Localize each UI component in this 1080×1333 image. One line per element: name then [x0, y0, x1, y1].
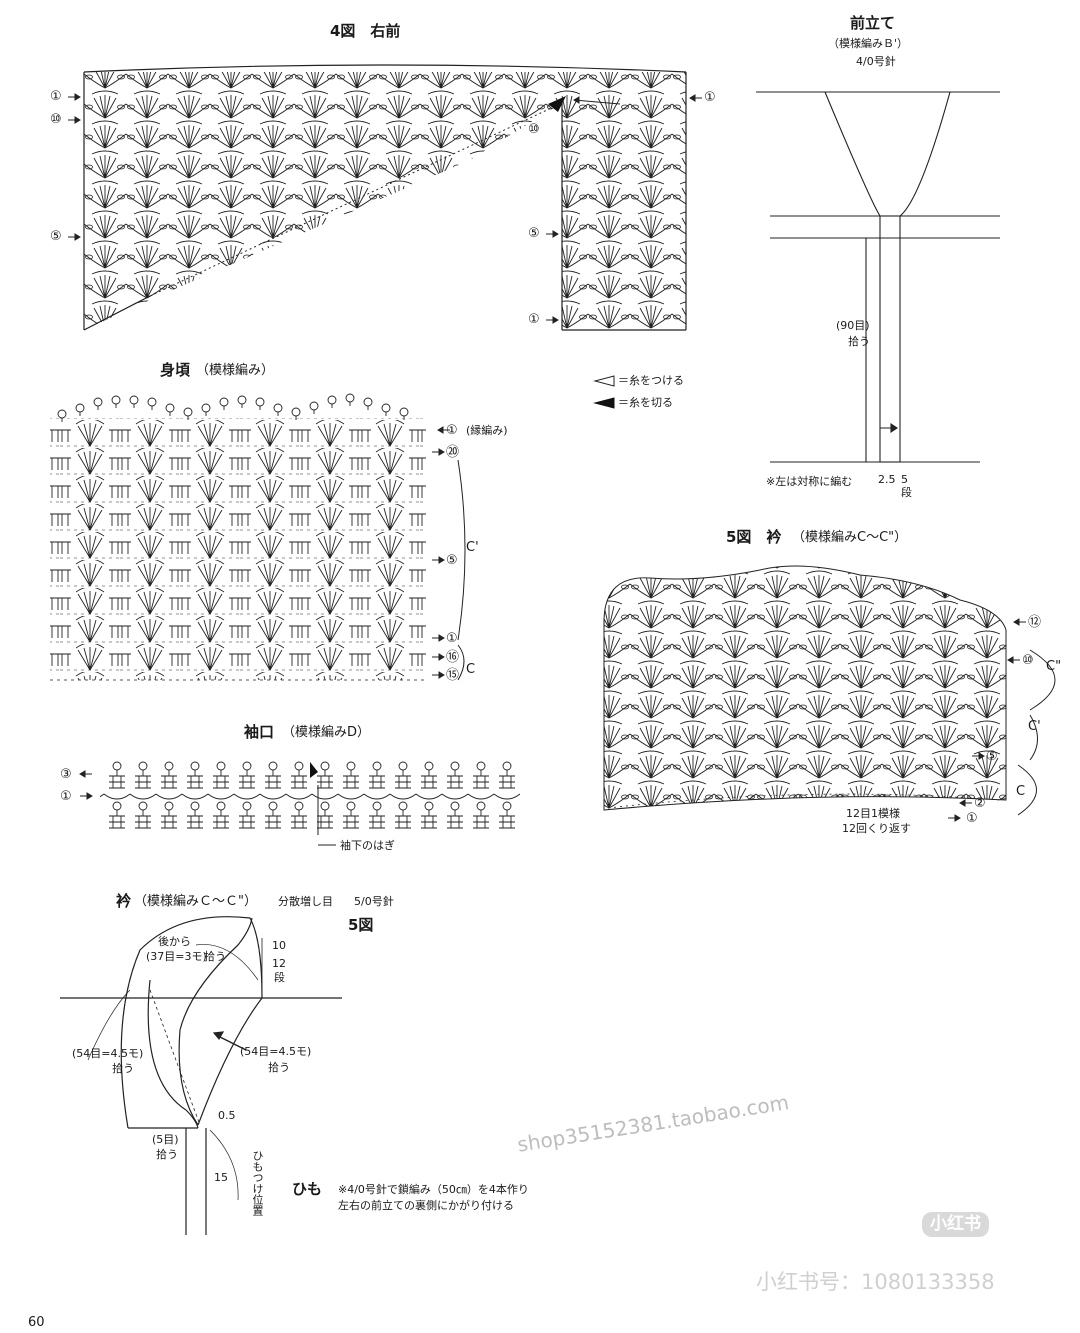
- collar-left-pickup: 拾う: [112, 1062, 134, 1075]
- collar-length: 15: [214, 1171, 228, 1184]
- fig5-row-arrows: [948, 618, 1056, 822]
- cuff-row-label-1: ①: [60, 789, 72, 804]
- collar-needle: 5/0号針: [354, 895, 394, 908]
- collar-rows-unit: 段: [274, 971, 285, 984]
- collar-back-pickup: 拾う: [204, 950, 226, 963]
- legend-cut-yarn: ＝糸を切る: [618, 396, 673, 409]
- cuff-title: 袖口: [244, 723, 275, 741]
- front-band-pattern: （模様編みＢ'）: [828, 37, 909, 50]
- body-section-c: C: [466, 662, 476, 677]
- tie-line1: ※4/0号針で鎖編み（50㎝）を4本作り: [338, 1183, 529, 1196]
- fig5-repeat-line2: 12回くり返す: [842, 822, 911, 835]
- fig5-pattern: （模様編みC～C"）: [792, 530, 908, 545]
- collar-tie-position: ひもつけ位置: [251, 1150, 264, 1216]
- fig5-row-label-1: ①: [966, 811, 978, 826]
- legend-symbols: [593, 375, 615, 409]
- collar-rows-num1: 10: [272, 939, 286, 952]
- fig4-row-label-1: ①: [50, 89, 62, 104]
- fig5-row-label-12: ⑫: [1028, 615, 1042, 630]
- fig4-right-front-chart: [83, 64, 687, 331]
- collar-back-from: 後から: [158, 935, 191, 948]
- front-band-note: ※左は対称に編む: [766, 475, 853, 488]
- body-row-label-1-top: ①: [446, 423, 458, 438]
- collar-left-count: (54目=4.5モ): [72, 1047, 144, 1060]
- legend-attach-yarn: ＝糸をつける: [618, 374, 684, 387]
- body-row-label-15: ⑮: [446, 668, 460, 683]
- front-band-needle: 4/0号針: [856, 55, 896, 68]
- front-band-schematic: [756, 91, 1000, 463]
- body-row-arrows: [432, 426, 466, 681]
- body-row-label-20: ⑳: [446, 445, 460, 460]
- fig4-row-arrows: [68, 93, 702, 324]
- collar-increase: 分散増し目: [278, 895, 333, 908]
- watermark-brand-badge: 小红书: [922, 1212, 989, 1237]
- fig5-row-label-10: ⑩: [1022, 653, 1034, 668]
- front-band-width: 2.5: [878, 473, 896, 486]
- front-band-pickup-count: (90目): [836, 319, 870, 332]
- tie-title: ひも: [292, 1180, 323, 1198]
- fig5-row-label-2: ②: [974, 796, 986, 811]
- cuff-seam-label: 袖下のはぎ: [340, 839, 395, 852]
- body-title: 身頃: [160, 361, 191, 379]
- fig5-repeat-line1: 12目1模様: [846, 807, 900, 820]
- fig5-section-c: C: [1016, 784, 1026, 799]
- front-band-rows-unit: 段: [901, 486, 912, 499]
- fig5-section-c-prime: C': [1028, 719, 1041, 734]
- body-row-label-1: ①: [446, 631, 458, 646]
- cuff-row-label-3: ③: [60, 767, 72, 782]
- collar-pattern: （模様編みＣ～Ｃ"）: [134, 894, 257, 909]
- collar-right-pickup: 拾う: [268, 1061, 290, 1074]
- fig4-row-label-5: ⑤: [50, 229, 62, 244]
- fig5-collar-chart: [603, 565, 1007, 811]
- fig5-title: 5図 衿: [726, 528, 782, 546]
- tie-line2: 左右の前立ての裏側にかがり付ける: [338, 1199, 514, 1212]
- fig4-inner-row-label-10: ⑩: [528, 122, 540, 137]
- front-band-rows-num: 5: [901, 473, 908, 486]
- cuff-chart: [100, 760, 520, 846]
- body-row-label-5: ⑤: [446, 553, 458, 568]
- collar-back-count: (37目=3モ): [146, 950, 207, 963]
- fig4-row-label-10: ⑩: [50, 112, 62, 127]
- watermark-id: 小红书号：1080133358: [756, 1270, 995, 1294]
- body-chart: [50, 393, 426, 681]
- collar-small-pickup: 拾う: [156, 1148, 178, 1161]
- collar-title: 衿: [116, 892, 132, 910]
- fig4-right-row-label-1b: ①: [528, 312, 540, 327]
- page-number: 60: [28, 1315, 45, 1330]
- fig4-right-row-label-5: ⑤: [528, 226, 540, 241]
- front-band-title: 前立て: [850, 14, 896, 32]
- fig5-section-c-double: C": [1046, 659, 1062, 674]
- fig4-title: 4図 右前: [330, 22, 401, 40]
- fig5-row-label-5: ⑤: [986, 749, 998, 764]
- body-row-label-16: ⑯: [446, 650, 460, 665]
- collar-offset: 0.5: [218, 1109, 236, 1122]
- collar-small-count: (5目): [152, 1133, 179, 1146]
- front-band-pickup: 拾う: [848, 335, 870, 348]
- cuff-pattern: （模様編みD）: [282, 725, 371, 740]
- collar-fig-ref: 5図: [348, 916, 374, 934]
- collar-right-count: (54目=4.5モ): [240, 1045, 312, 1058]
- fig4-right-row-label-1: ①: [704, 90, 716, 105]
- body-pattern: （模様編み）: [196, 363, 275, 378]
- collar-rows-num2: 12: [272, 957, 286, 970]
- body-section-c-prime: C': [466, 540, 479, 555]
- body-edge-label: (縁編み): [466, 424, 508, 437]
- cuff-row-arrows: [79, 770, 93, 800]
- collar-schematic: [60, 916, 342, 1235]
